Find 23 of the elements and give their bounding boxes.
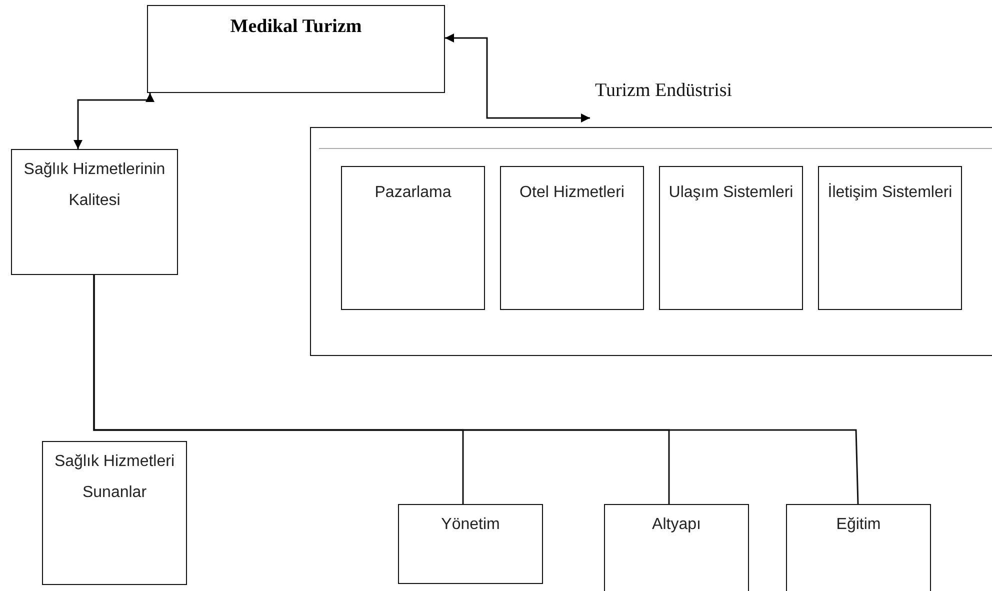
box-label: Ulaşım Sistemleri [668,183,794,203]
box-label: Otel Hizmetleri [518,183,626,203]
concept-box [42,441,187,585]
concept-box [659,166,803,310]
concept-box [604,504,749,591]
box-label: Sağlık Hizmetleri Sunanlar [53,452,176,503]
box-label: Sağlık Hizmetlerinin Kalitesi [22,160,166,211]
box-label: İletişim Sistemleri [826,182,954,203]
box-label: Eğitim [835,515,882,535]
group-heading: Turizm Endüstrisi [595,80,732,102]
concept-box [786,504,931,591]
concept-box [500,166,644,310]
concept-box [147,5,445,93]
box-label: Altyapı [651,515,702,535]
connector-arrow [74,93,154,149]
concept-box [398,504,543,584]
connector-arrow [445,34,590,122]
concept-box [11,149,178,275]
box-label: Pazarlama [374,183,452,203]
concept-box [341,166,485,310]
box-title: Medikal Turizm [230,16,362,38]
concept-box [818,166,962,310]
box-label: Yönetim [440,515,501,535]
